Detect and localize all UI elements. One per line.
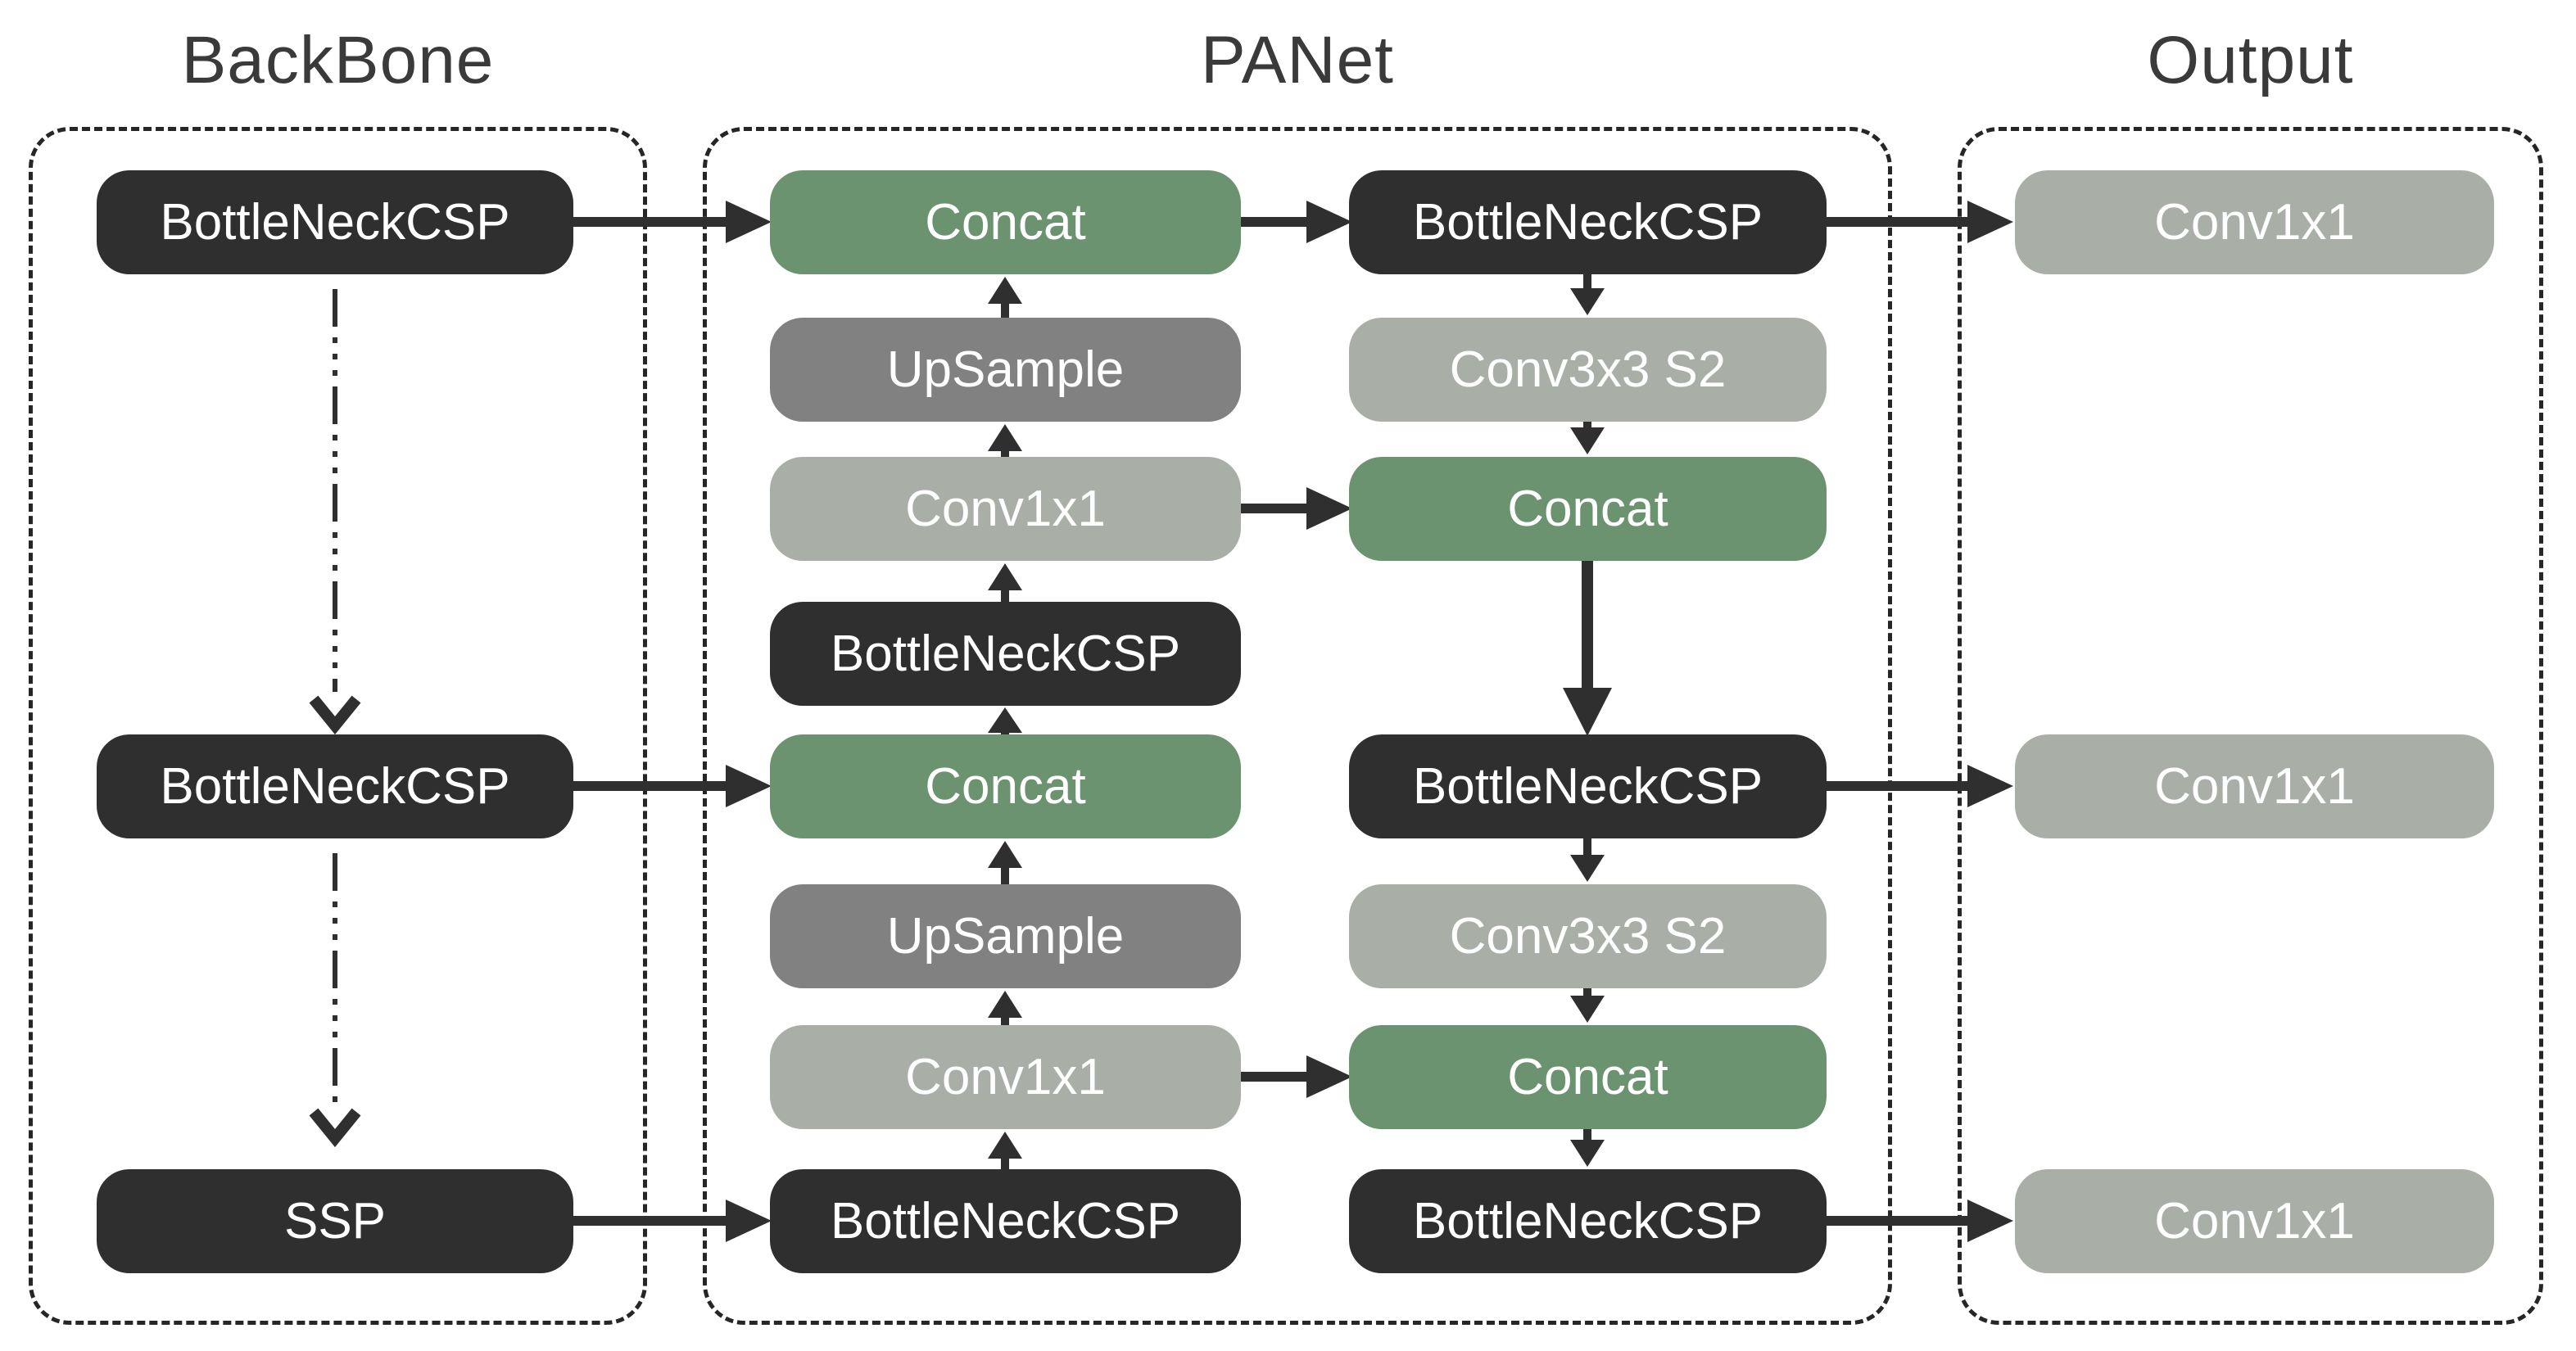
node-panet-upsample-bottom: UpSample [770,884,1241,988]
node-panet-bottleneckcsp-right-mid: BottleNeckCSP [1349,734,1827,838]
backbone-title: BackBone [181,23,495,97]
node-output-conv1x1-3: Conv1x1 [2015,1169,2494,1273]
node-panet-bottleneckcsp-left-top: BottleNeckCSP [770,602,1241,706]
node-backbone-ssp: SSP [97,1169,573,1273]
node-output-conv1x1-2: Conv1x1 [2015,734,2494,838]
panet-title: PANet [1201,23,1394,97]
node-output-conv1x1-1: Conv1x1 [2015,170,2494,274]
node-panet-upsample-top: UpSample [770,318,1241,422]
node-backbone-bottleneckcsp-2: BottleNeckCSP [97,734,573,838]
node-panet-concat-right-top: Concat [1349,457,1827,561]
node-panet-concat-top: Concat [770,170,1241,274]
node-panet-conv3x3s2-top: Conv3x3 S2 [1349,318,1827,422]
output-group-border [1958,127,2543,1325]
node-panet-conv3x3s2-bottom: Conv3x3 S2 [1349,884,1827,988]
node-panet-bottleneckcsp-left-bottom: BottleNeckCSP [770,1169,1241,1273]
node-panet-bottleneckcsp-right-bottom: BottleNeckCSP [1349,1169,1827,1273]
output-title: Output [2147,23,2354,97]
node-panet-concat-bottom: Concat [770,734,1241,838]
node-panet-concat-right-bottom: Concat [1349,1025,1827,1129]
node-backbone-bottleneckcsp-1: BottleNeckCSP [97,170,573,274]
panet-group-border [703,127,1892,1325]
backbone-group-border [29,127,647,1325]
node-panet-conv1x1-top: Conv1x1 [770,457,1241,561]
node-panet-bottleneckcsp-right-top: BottleNeckCSP [1349,170,1827,274]
node-panet-conv1x1-bottom: Conv1x1 [770,1025,1241,1129]
